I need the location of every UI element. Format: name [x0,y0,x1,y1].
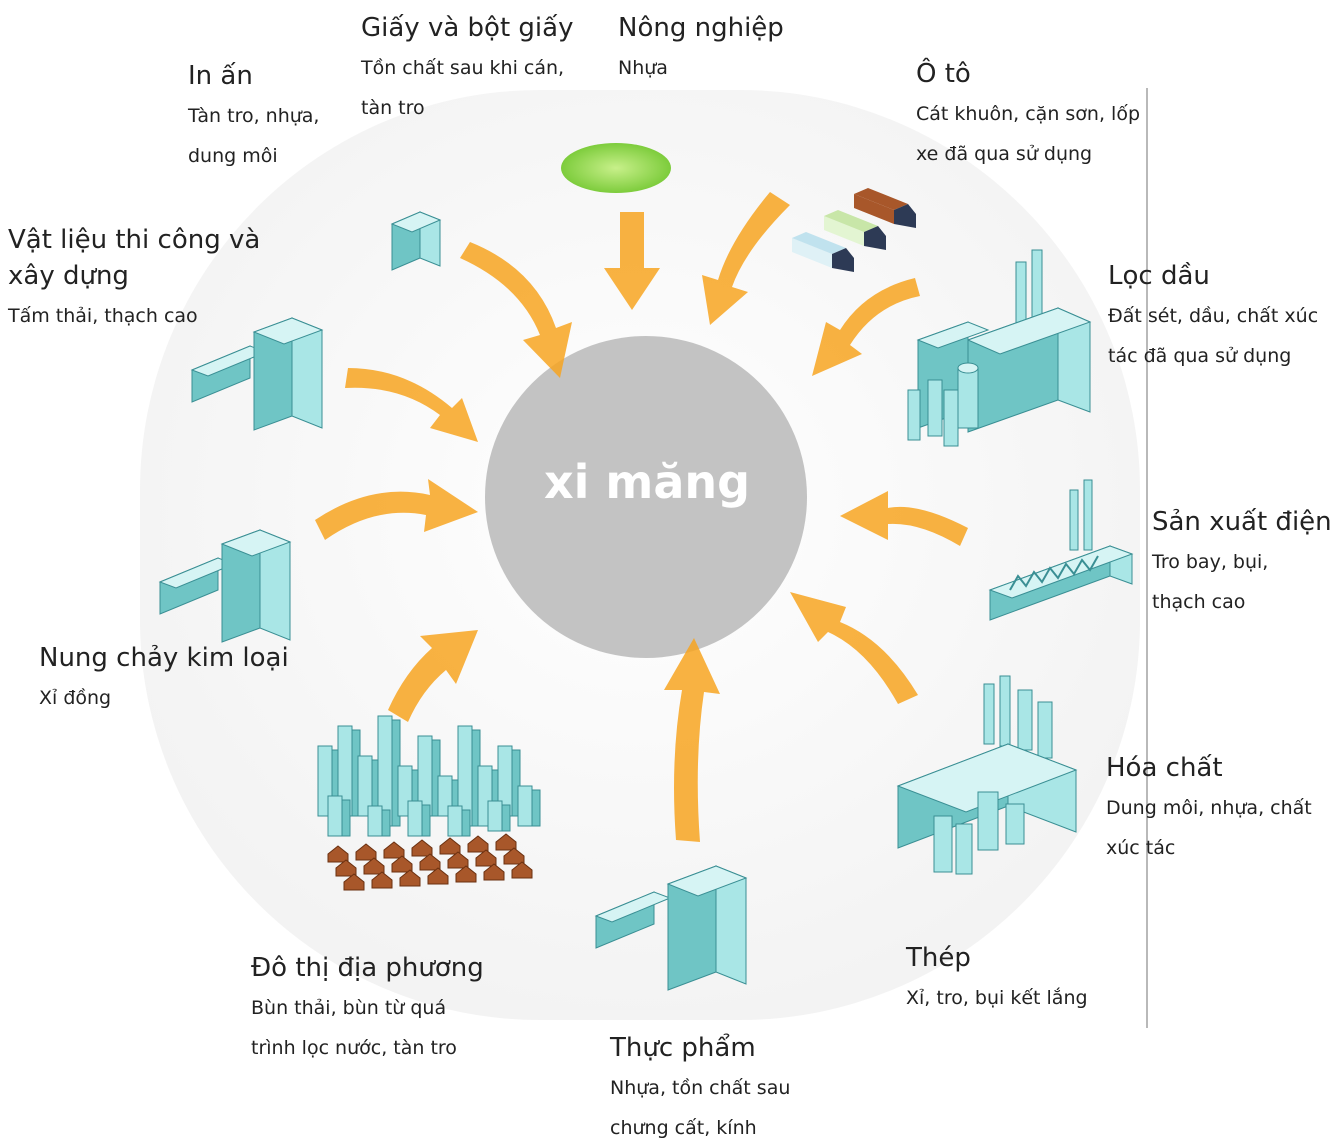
city-tower [327,795,351,837]
label-subtitle: Cát khuôn, cặn sơn, lốp xe đã qua sử dụn… [916,103,1141,165]
label-loc-dau: Lọc dầu Đất sét, dầu, chất xúc tác đã qu… [1108,258,1318,376]
chemical-plant-icon [896,675,1078,875]
label-title: Đô thị địa phương [251,953,484,983]
arrow-thuc-pham [664,638,720,842]
arrow-loc-dau [812,278,920,376]
label-subtitle: Bùn thải, bùn từ quá trình lọc nước, tàn… [251,997,457,1059]
arrow-o-to [702,192,790,325]
cement-circle [485,336,807,658]
label-subtitle: Tấm thải, thạch cao [8,305,198,327]
center-label: xi măng [543,455,751,509]
city-house [371,871,393,889]
label-thuc-pham: Thực phẩm Nhựa, tồn chất sau chưng cất, … [610,1030,790,1148]
label-title: Hóa chất [1106,753,1223,783]
city-tower [457,725,481,827]
building-icon [190,317,324,431]
divider-line [1146,88,1148,1028]
arrow-do-thi [388,630,478,722]
label-subtitle: Nhựa, tồn chất sau chưng cất, kính [610,1077,791,1139]
city-house [511,861,533,879]
label-subtitle: Nhựa [618,57,668,79]
city-house [327,845,349,863]
label-subtitle: Xỉ đồng [39,687,112,709]
city-house [355,843,377,861]
city-house [467,835,489,853]
label-subtitle: Đất sét, dầu, chất xúc tác đã qua sử dụn… [1108,305,1319,367]
city-house [495,833,517,851]
city-house [383,841,405,859]
trucks-icon [792,188,916,272]
field-icon [561,143,671,193]
city-house [439,837,461,855]
arrows-group [315,192,968,842]
city-house [399,869,421,887]
city-house [427,867,449,885]
city-tower [417,735,441,817]
arrow-san-xuat-dien [840,491,968,546]
label-subtitle: Tồn chất sau khi cán, tàn tro [361,57,565,119]
city-tower [487,800,511,832]
city-house [343,873,365,891]
arrow-hoa-chat [790,592,918,704]
arrow-nung-chay [315,479,478,540]
label-subtitle: Xỉ, tro, bụi kết lắng [906,987,1088,1009]
power-plant-icon [988,479,1134,621]
label-title: In ấn [188,61,253,91]
city-house [411,839,433,857]
city-icon [317,715,541,891]
label-thep: Thép Xỉ, tro, bụi kết lắng [906,940,1088,1018]
building-icon [594,865,748,991]
label-title: Giấy và bột giấy [361,13,574,43]
city-tower [367,805,391,837]
label-hoa-chat: Hóa chất Dung môi, nhựa, chất xúc tác [1106,750,1312,868]
label-title: Nông nghiệp [618,13,784,43]
label-title: Thép [906,943,971,973]
label-nung-chay: Nung chảy kim loại Xỉ đồng [39,640,289,718]
city-tower [407,800,431,837]
arrow-nong-nghiep [604,212,660,310]
label-title: Nung chảy kim loại [39,643,289,673]
arrow-giay [460,242,572,378]
refinery-icon [907,249,1092,447]
label-title: Vật liệu thi công và xây dựng [8,225,261,291]
city-house [483,863,505,881]
label-giay: Giấy và bột giấy Tồn chất sau khi cán, t… [361,10,573,128]
label-subtitle: Tàn tro, nhựa, dung môi [188,105,320,167]
label-do-thi: Đô thị địa phương Bùn thải, bùn từ quá t… [251,950,484,1068]
city-house [447,851,469,869]
label-subtitle: Dung môi, nhựa, chất xúc tác [1106,797,1312,859]
arrow-vat-lieu [345,368,478,442]
label-title: Lọc dầu [1108,261,1210,291]
label-title: Thực phẩm [610,1033,756,1063]
label-nong-nghiep: Nông nghiệp Nhựa [618,10,784,88]
city-house [335,859,357,877]
city-house [475,849,497,867]
label-vat-lieu: Vật liệu thi công và xây dựng Tấm thải, … [8,222,260,336]
label-title: Sản xuất điện [1152,507,1332,537]
building-icon [158,529,292,643]
label-title: Ô tô [916,59,971,89]
city-tower [497,745,521,817]
label-san-xuat-dien: Sản xuất điện Tro bay, bụi, thạch cao [1152,504,1332,622]
label-o-to: Ô tô Cát khuôn, cặn sơn, lốp xe đã qua s… [916,56,1140,174]
label-in-an: In ấn Tàn tro, nhựa, dung môi [188,58,319,176]
city-house [455,865,477,883]
label-subtitle: Tro bay, bụi, thạch cao [1152,551,1269,613]
city-house [503,847,525,865]
city-house [419,853,441,871]
small-building-icon [390,211,442,271]
city-house [363,857,385,875]
city-house [391,855,413,873]
city-tower [447,805,471,837]
city-tower [517,785,541,827]
